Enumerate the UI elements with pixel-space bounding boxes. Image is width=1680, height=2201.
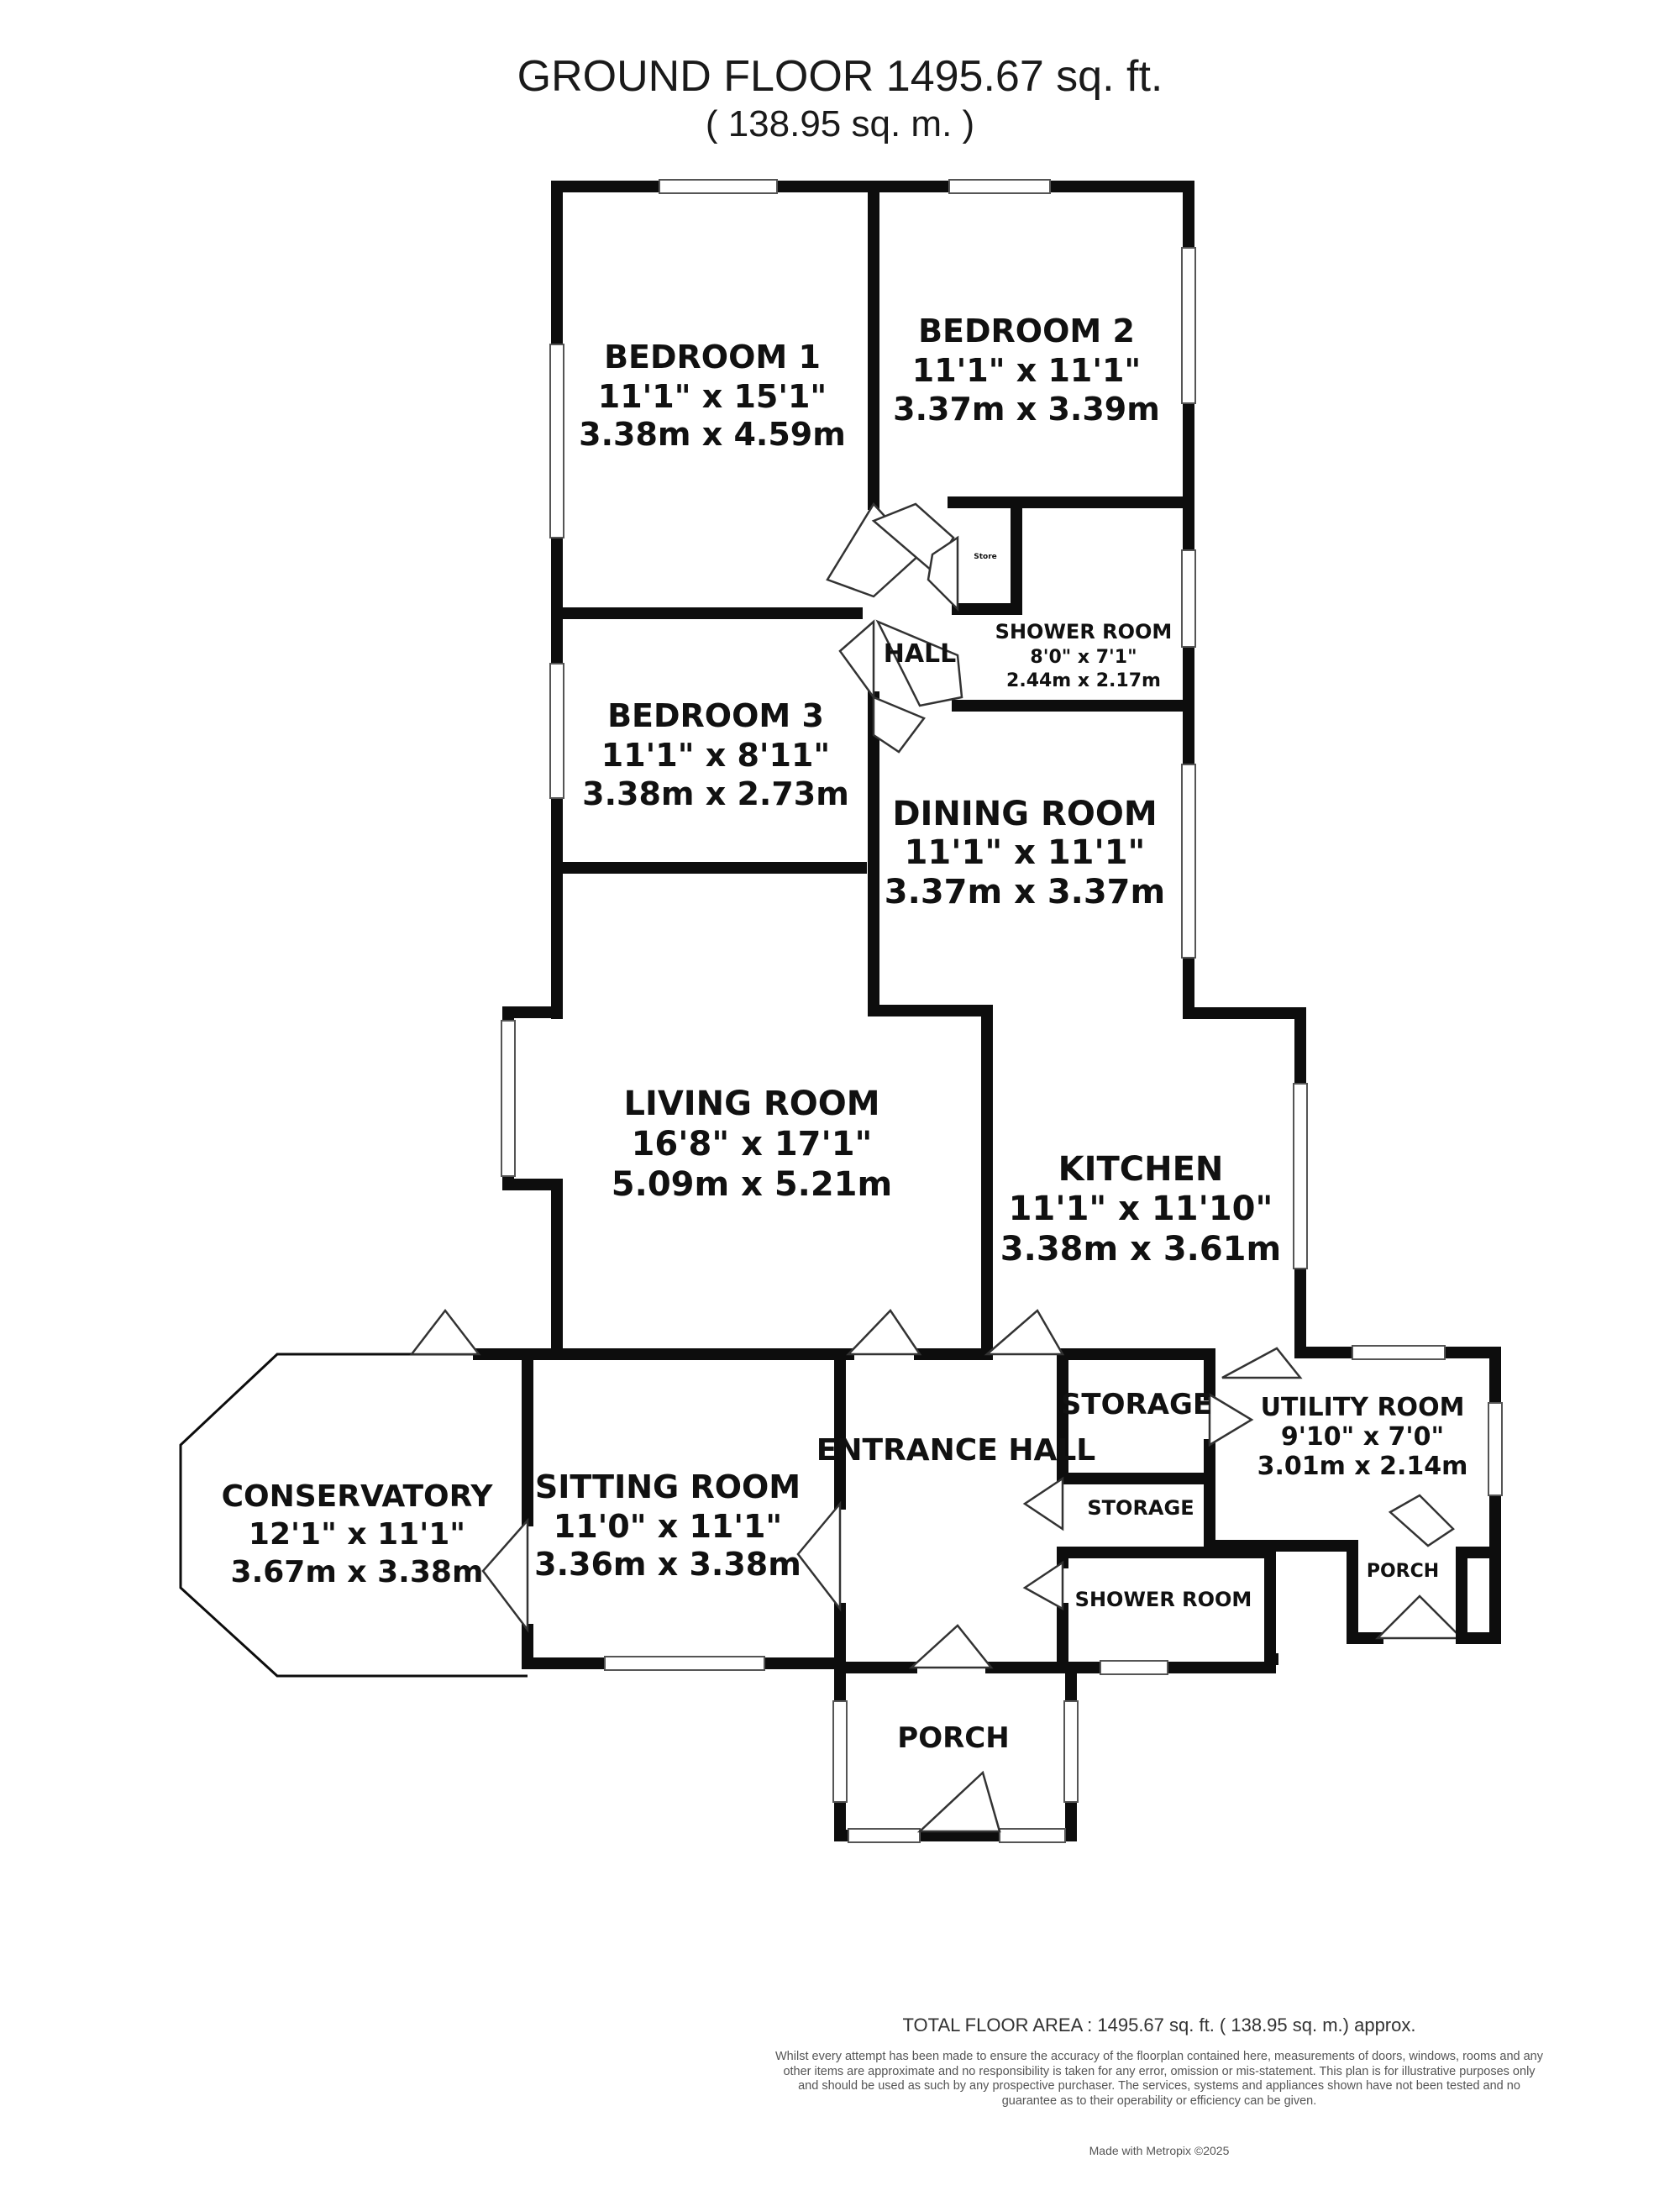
- windows: [501, 179, 1503, 1843]
- door: [1022, 1560, 1064, 1611]
- window: [1181, 764, 1196, 959]
- utility-room-metric: 3.01m x 2.14m: [1257, 1452, 1468, 1481]
- window: [604, 1656, 765, 1671]
- window: [549, 663, 564, 799]
- door: [927, 535, 959, 612]
- utility-room-name: UTILITY ROOM: [1261, 1393, 1465, 1422]
- bedroom3-imperial: 11'1" x 8'11": [601, 737, 830, 774]
- living-room-name: LIVING ROOM: [623, 1085, 879, 1123]
- window: [549, 344, 564, 538]
- utility-room-imperial: 9'10" x 7'0": [1281, 1422, 1444, 1452]
- shower-room2-label: SHOWER ROOM: [1075, 1588, 1252, 1611]
- door: [838, 619, 875, 701]
- window: [1181, 549, 1196, 648]
- porch-small-label: PORCH: [1367, 1561, 1439, 1582]
- door: [796, 1500, 842, 1612]
- bedroom2-imperial: 11'1" x 11'1": [912, 352, 1141, 389]
- window: [1063, 1700, 1079, 1803]
- bedroom3-name: BEDROOM 3: [607, 697, 824, 734]
- kitchen-metric: 3.38m x 3.61m: [1000, 1230, 1281, 1269]
- disclaimer-text: Whilst every attempt has been made to en…: [775, 2050, 1543, 2108]
- window: [1100, 1660, 1168, 1675]
- shower-room1-name: SHOWER ROOM: [995, 620, 1173, 643]
- window: [848, 1828, 921, 1843]
- storage2-label: STORAGE: [1087, 1496, 1194, 1520]
- door: [1388, 1494, 1455, 1547]
- door: [1374, 1594, 1465, 1640]
- storage1-label: STORAGE: [1061, 1388, 1212, 1421]
- conservatory-metric: 3.67m x 3.38m: [231, 1555, 484, 1589]
- door: [875, 619, 963, 707]
- door: [916, 1770, 1001, 1833]
- bedroom3-metric: 3.38m x 2.73m: [582, 775, 849, 812]
- floor-subtitle: ( 138.95 sq. m. ): [706, 103, 974, 144]
- shower-room1-imperial: 8'0" x 7'1": [1030, 647, 1137, 668]
- store-label: Store: [974, 553, 997, 561]
- living-room-metric: 5.09m x 5.21m: [612, 1165, 892, 1204]
- window: [501, 1020, 516, 1177]
- bedroom2-metric: 3.37m x 3.39m: [893, 391, 1160, 428]
- total-floor-area: TOTAL FLOOR AREA : 1495.67 sq. ft. ( 138…: [902, 2015, 1416, 2036]
- window: [999, 1828, 1066, 1843]
- conservatory-outline: [179, 1348, 533, 1678]
- bedroom1-imperial: 11'1" x 15'1": [598, 378, 827, 415]
- floor-title: GROUND FLOOR 1495.67 sq. ft.: [517, 52, 1163, 101]
- conservatory-name: CONSERVATORY: [222, 1479, 494, 1514]
- door: [1208, 1392, 1254, 1447]
- shower-room1-metric: 2.44m x 2.17m: [1006, 670, 1161, 691]
- credit-text: Made with Metropix ©2025: [1089, 2144, 1230, 2157]
- door: [872, 696, 926, 754]
- window: [1293, 1083, 1308, 1269]
- window: [1488, 1402, 1503, 1496]
- doors: [409, 502, 1501, 1833]
- door: [481, 1517, 529, 1633]
- living-room-imperial: 16'8" x 17'1": [632, 1125, 873, 1164]
- kitchen-imperial: 11'1" x 11'10": [1009, 1190, 1273, 1228]
- door: [984, 1309, 1065, 1356]
- sitting-room-imperial: 11'0" x 11'1": [554, 1508, 782, 1545]
- bedroom2-name: BEDROOM 2: [918, 313, 1135, 349]
- conservatory-imperial: 12'1" x 11'1": [249, 1517, 465, 1552]
- dining-room-imperial: 11'1" x 11'1": [905, 833, 1146, 872]
- porch-main-label: PORCH: [897, 1721, 1009, 1755]
- entrance-hall-label: ENTRANCE HALL: [816, 1433, 1095, 1468]
- window: [1352, 1345, 1446, 1360]
- dining-room-metric: 3.37m x 3.37m: [885, 873, 1165, 911]
- bedroom1-metric: 3.38m x 4.59m: [579, 416, 846, 453]
- sitting-room-name: SITTING ROOM: [535, 1468, 801, 1505]
- window: [659, 179, 778, 194]
- window: [948, 179, 1051, 194]
- room-labels: BEDROOM 1 11'1" x 15'1" 3.38m x 4.59m BE…: [222, 313, 1468, 1755]
- door: [908, 1624, 994, 1669]
- hall-label: HALL: [884, 639, 957, 669]
- door: [1221, 1347, 1303, 1379]
- window: [1181, 247, 1196, 404]
- dining-room-name: DINING ROOM: [892, 795, 1157, 833]
- window: [832, 1700, 848, 1803]
- bedroom1-name: BEDROOM 1: [604, 339, 821, 376]
- door: [1022, 1476, 1064, 1531]
- door: [846, 1309, 922, 1356]
- sitting-room-metric: 3.36m x 3.38m: [534, 1546, 801, 1583]
- kitchen-name: KITCHEN: [1058, 1150, 1224, 1189]
- door: [409, 1308, 481, 1356]
